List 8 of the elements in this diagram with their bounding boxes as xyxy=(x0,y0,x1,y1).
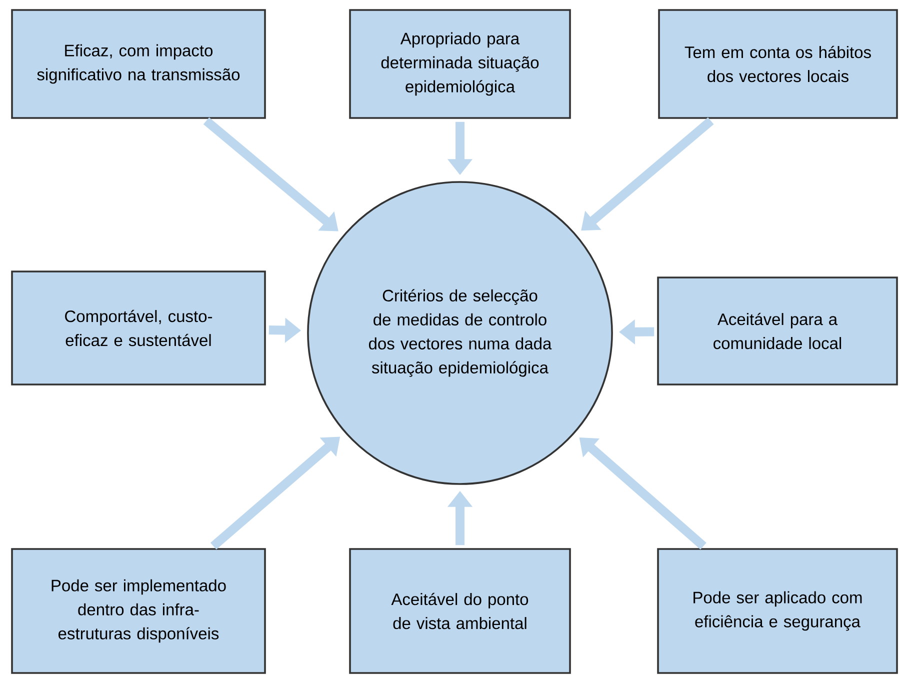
criterion-box: Tem em conta os hábitos dos vectores locais xyxy=(658,9,898,119)
criterion-box: Aceitável para a comunidade local xyxy=(657,276,898,386)
criterion-box: Apropriado para determinada situação epidemiológica xyxy=(349,9,571,119)
criterion-box: Eficaz, com impacto significativo na transmissão xyxy=(11,9,266,119)
criterion-box: Aceitável do ponto de vista ambiental xyxy=(349,548,571,674)
criterion-box: Pode ser implementado dentro das infra-estruturas disponíveis xyxy=(11,548,266,674)
criterion-box: Comportável, custo-eficaz e sustentável xyxy=(11,270,266,386)
criterion-box: Pode ser aplicado com eficiência e segurança xyxy=(657,548,898,674)
